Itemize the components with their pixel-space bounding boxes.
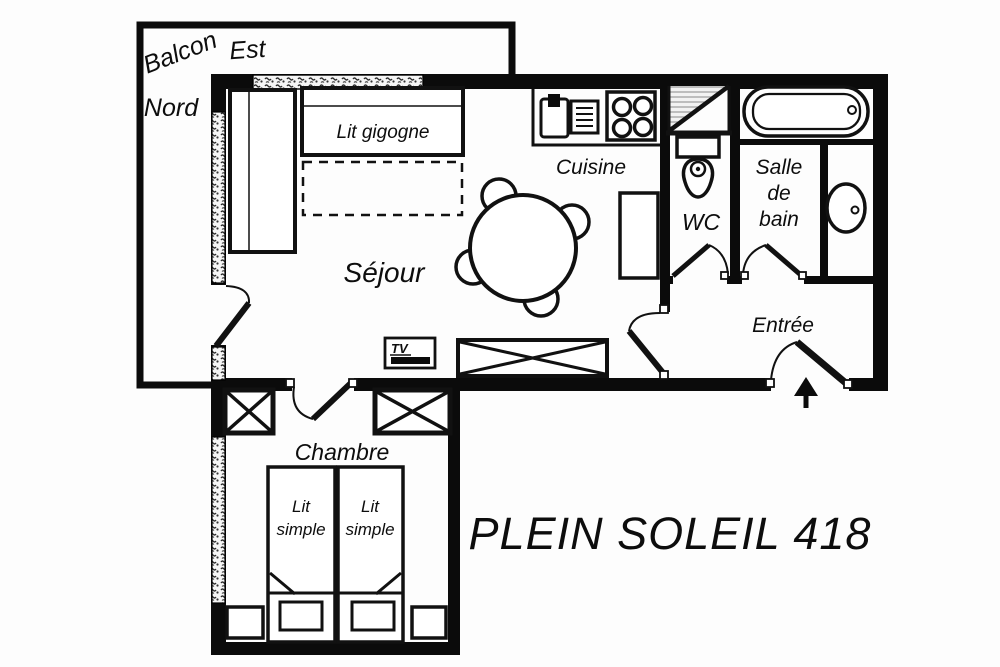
door-hinges: [285, 271, 853, 389]
bath-label-line2: de: [767, 182, 790, 205]
bed-fold-line: [269, 571, 296, 596]
washbasin-drain: [850, 205, 860, 215]
shower: [666, 84, 732, 136]
bed-pillow: [278, 600, 324, 632]
bed-single-2: Lit simple: [336, 465, 405, 644]
bed2-label-line2: simple: [345, 520, 394, 539]
sofa-bed: Lit gigogne: [300, 86, 465, 217]
bed1-label-line1: Lit: [292, 497, 311, 516]
window-sejour-upper: [211, 111, 226, 284]
washbasin: [825, 182, 867, 234]
balcony-door: [213, 285, 252, 348]
wc-label: WC: [682, 209, 721, 235]
bath-label-line1: Salle: [756, 156, 803, 179]
north-label: Nord: [144, 94, 199, 122]
entree-label: Entrée: [752, 314, 814, 337]
chambre-label: Chambre: [295, 439, 390, 465]
bath-label-line3: bain: [759, 208, 799, 231]
hall-door: [626, 312, 667, 376]
sink: [539, 94, 570, 139]
room-labels: Séjour Cuisine WC Salle de bain Entrée C…: [295, 156, 814, 465]
stove: [605, 90, 657, 142]
sofa-bed-label: Lit gigogne: [337, 122, 430, 143]
entrance-arrow: [794, 377, 818, 408]
toilet-tank: [675, 135, 721, 159]
opening-balcony-door: [209, 285, 227, 345]
sink-tap: [548, 94, 560, 107]
opening-bath-door: [742, 275, 804, 285]
dishwasher: [569, 99, 600, 135]
storage-chest: [456, 338, 609, 378]
wall-kitchen-hall: [660, 74, 670, 312]
window-sejour-lower: [211, 346, 226, 381]
windows: [211, 74, 424, 604]
nightstand-left: [225, 605, 265, 640]
wall-under-bathtub: [740, 139, 873, 145]
door-openings: [209, 275, 849, 392]
doors: [213, 243, 850, 422]
wc-door: [671, 243, 729, 278]
chambre-door: [292, 379, 355, 422]
tv-stand: TV: [383, 336, 437, 370]
kitchen-counter: [531, 89, 660, 147]
bed-fold-line: [375, 571, 402, 596]
bed2-label-line1: Lit: [361, 497, 380, 516]
window-chambre: [211, 436, 226, 604]
page-title: PLEIN SOLEIL 418: [469, 508, 872, 559]
window-top-wall-glass: [254, 76, 422, 88]
balcony-outline: [136, 21, 516, 389]
toilet: [675, 135, 721, 199]
wall-right-chambre: [448, 380, 460, 655]
wardrobe-chambre-right: [372, 387, 453, 436]
tv-label: TV: [391, 341, 409, 356]
bed1-label-line2: simple: [276, 520, 325, 539]
opening-wc-door: [673, 275, 727, 285]
round-table: [468, 193, 578, 303]
wall-bath-inner: [820, 143, 828, 276]
dining-table: [454, 177, 591, 318]
bath-door: [742, 243, 804, 278]
wardrobe-sejour: [228, 88, 297, 254]
wardrobe-chambre-left: [222, 387, 276, 436]
kitchen: [531, 89, 660, 147]
opening-chambre-door: [292, 377, 354, 392]
toilet-bowl: [681, 157, 715, 199]
sofa-bed-pullout: [301, 160, 464, 217]
east-label: Est: [228, 35, 267, 66]
bathtub-drain: [847, 105, 857, 115]
shower-diagonal: [667, 84, 731, 133]
sofa-bed-frame: [300, 86, 465, 157]
bathtub: [742, 85, 870, 138]
shelf-unit: [618, 191, 660, 280]
nightstand-right: [410, 605, 448, 640]
wall-bottom-chambre: [211, 642, 460, 655]
bed-pillow: [350, 600, 396, 632]
balcony-label: Balcon: [139, 26, 220, 80]
wall-wc-bath: [730, 74, 740, 283]
bed-single-1: Lit simple: [266, 465, 337, 644]
sejour-label: Séjour: [344, 257, 427, 288]
cuisine-label: Cuisine: [556, 156, 626, 179]
entrance-door: [770, 339, 850, 387]
wall-right: [873, 74, 888, 391]
